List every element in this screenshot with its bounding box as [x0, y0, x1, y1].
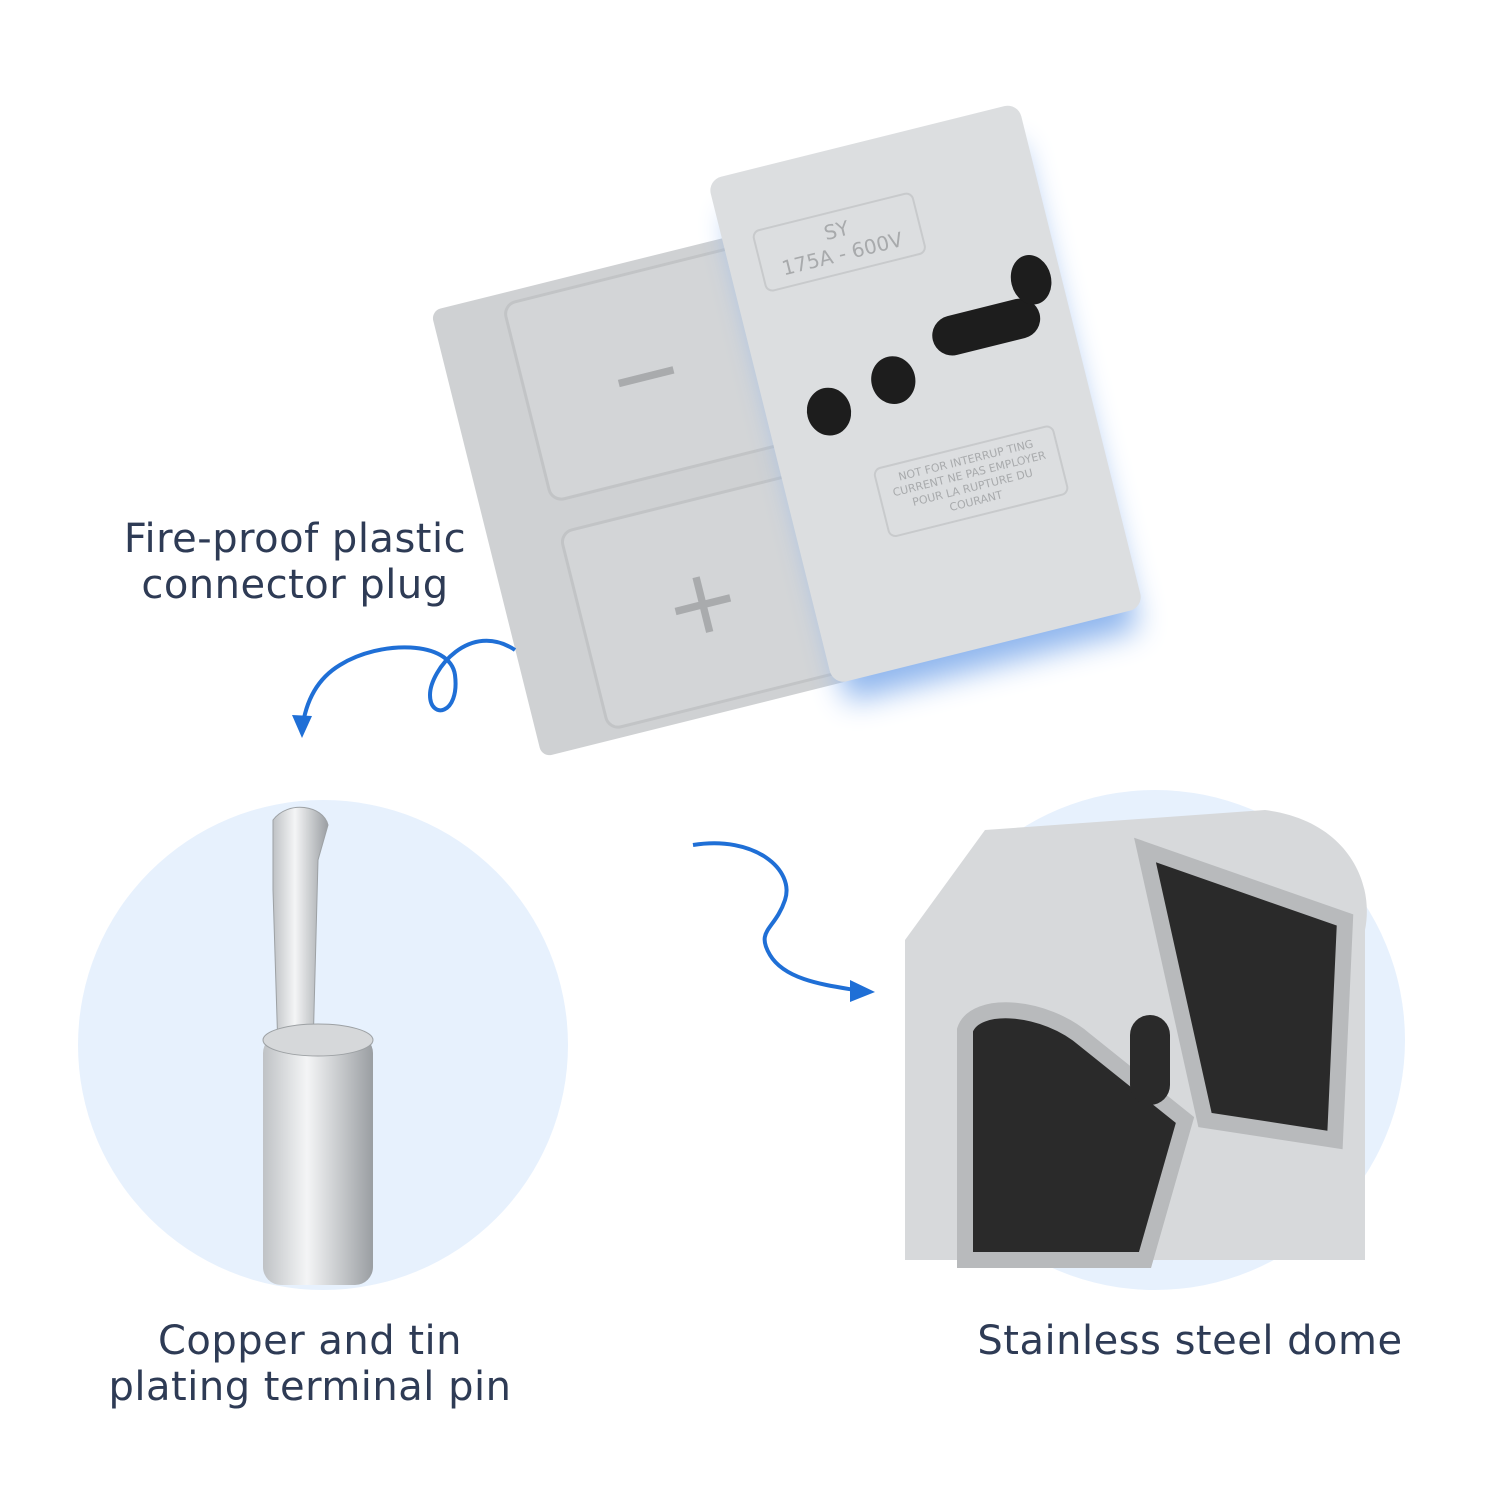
- connector-front-image: [905, 810, 1367, 1268]
- pin-caption: Copper and tin plating terminal pin: [60, 1318, 560, 1410]
- hole: [801, 382, 857, 441]
- plus-symbol: +: [652, 541, 752, 662]
- plug-caption-line1: Fire-proof plastic: [123, 516, 467, 562]
- warning-label: NOT FOR INTERRUP TING CURRENT NE PAS EMP…: [872, 423, 1071, 539]
- terminal-pin-circle: [78, 800, 568, 1290]
- hole: [866, 351, 921, 409]
- plug-caption-line2: connector plug: [141, 562, 449, 608]
- dome-caption: Stainless steel dome: [977, 1318, 1403, 1364]
- pin-caption-line1: Copper and tin: [157, 1318, 463, 1364]
- slot: [928, 294, 1045, 360]
- wavy-arrow-icon: [692, 841, 875, 1002]
- terminal-pin-image: [262, 806, 374, 1285]
- dome-circle: [905, 790, 1405, 1290]
- minus-symbol: −: [596, 313, 695, 434]
- curly-arrow-icon: [292, 638, 517, 738]
- pin-caption-line2: plating terminal pin: [108, 1364, 512, 1410]
- rating-label: SY 175A - 600V: [751, 190, 928, 294]
- plug-caption: Fire-proof plastic connector plug: [80, 516, 510, 608]
